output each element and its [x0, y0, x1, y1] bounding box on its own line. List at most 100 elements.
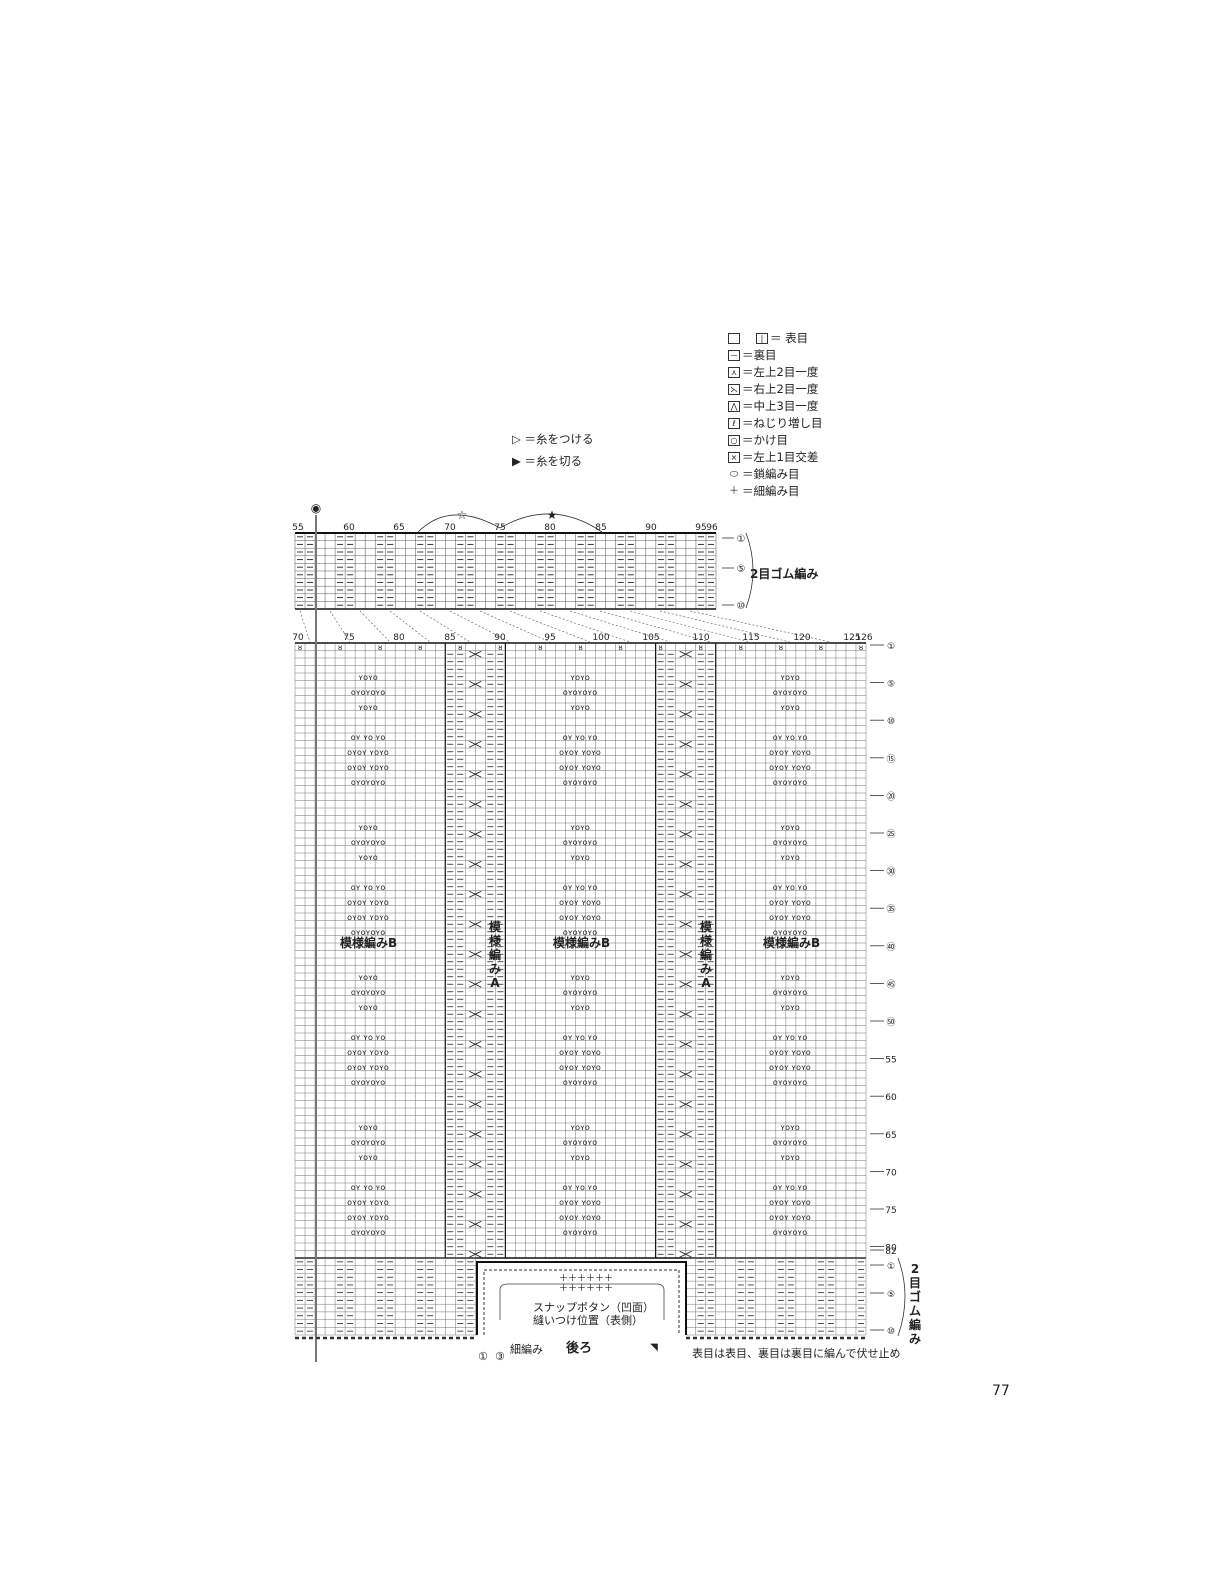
lace-motif-row: oʏoʏoʏo: [773, 1138, 807, 1147]
start-marker-icon: ◉: [311, 501, 321, 515]
legend-row: ℓ＝ねじり増し目: [728, 415, 823, 432]
legend-label: ＝裏目: [742, 348, 777, 362]
pattern-a-char: 様: [488, 934, 501, 948]
cross-mark: [679, 770, 692, 778]
lace-motif-row: oʏoʏoʏo: [773, 838, 807, 847]
increase-line: [389, 610, 431, 643]
k2tog-left-icon: ⋏: [728, 367, 740, 378]
legend-label: ＝左上1目交差: [742, 450, 819, 464]
cross-mark: [469, 1070, 482, 1078]
star-arc: [499, 513, 603, 533]
snap-crochet-marks: ＋＋＋＋＋＋: [559, 1283, 613, 1294]
lace-motif-row: oʏoʏoʏo: [563, 1138, 597, 1147]
legend-label: ＝左上2目一度: [742, 365, 819, 379]
increase-line: [359, 610, 391, 643]
attach-yarn-icon: ▷: [512, 432, 525, 446]
snap-note-line1: スナップボタン（凹面）: [533, 1301, 654, 1314]
top-col-label: 55: [292, 523, 303, 533]
bottom-row-label: ①: [887, 1262, 895, 1272]
lace-motif-row: oʏ ʏo ʏo: [773, 1033, 808, 1042]
pattern-a-char: 編: [488, 948, 501, 962]
lace-motif-row: oʏ ʏo ʏo: [563, 883, 598, 892]
cast-on-mark: ȣ: [298, 644, 302, 652]
pattern-b-label-center: 模様編みB: [553, 936, 611, 950]
chain-stitch-icon: ⬭: [729, 469, 739, 480]
bottom-rib-title: 2 目 ゴ ム 編 み: [908, 1262, 922, 1346]
rib-brace: [745, 532, 754, 609]
cross-mark: [469, 710, 482, 718]
lace-motif-row: oʏoʏoʏo: [773, 778, 807, 787]
twisted-increase-icon: ℓ: [728, 418, 740, 429]
rib-title-char: 2: [910, 1262, 920, 1276]
cast-on-mark: ȣ: [618, 644, 622, 652]
legend-row: ⨯＝左上1目交差: [728, 449, 823, 466]
lace-motif-row: oʏoʏoʏo: [563, 838, 597, 847]
pattern-a-label-right: 模 様 編 み A: [699, 920, 713, 990]
lace-motif-row: oʏoʏ ʏoʏo: [347, 1213, 389, 1222]
increase-line: [629, 610, 751, 643]
top-col-label: 65: [393, 523, 404, 533]
lace-motif-row: ʏoʏo: [570, 673, 590, 682]
rib-title-char: み: [908, 1332, 921, 1346]
lace-motif-row: ʏoʏo: [358, 1003, 378, 1012]
legend-label: ＝かけ目: [742, 433, 788, 447]
pattern-b-label-left: 模様編みB: [340, 936, 398, 950]
yarn-marker-row: ▷ ＝糸をつける: [512, 428, 594, 450]
lace-motif-row: oʏ ʏo ʏo: [563, 1033, 598, 1042]
bottom-row-label: ⑩: [887, 1327, 895, 1337]
cross-mark: [679, 860, 692, 868]
cast-on-mark: ȣ: [458, 644, 462, 652]
lace-motif-row: oʏoʏ ʏoʏo: [769, 1063, 811, 1072]
k2tog-right-icon: ⋋: [728, 384, 740, 395]
cross-mark: [469, 800, 482, 808]
single-crochet-icon: ＋: [729, 486, 739, 497]
cross-mark: [469, 1010, 482, 1018]
main-col-label: 110: [692, 633, 709, 643]
top-col-label: 95: [695, 523, 706, 533]
cast-on-mark: ȣ: [338, 644, 342, 652]
cross-mark: [679, 740, 692, 748]
lace-motif-row: oʏ ʏo ʏo: [351, 1183, 386, 1192]
top-col-label: 90: [645, 523, 657, 533]
lace-motif-row: oʏoʏ ʏoʏo: [769, 748, 811, 757]
increase-line: [599, 610, 711, 643]
main-row-label: ①: [887, 642, 895, 652]
main-col-label: 126: [855, 633, 872, 643]
cross-mark: [679, 1130, 692, 1138]
cast-on-mark: ȣ: [779, 644, 783, 652]
left-cross-icon: ⨯: [728, 452, 740, 463]
legend-label: ＝右上2目一度: [742, 382, 819, 396]
cross-mark: [469, 770, 482, 778]
legend-label: ＝中上3目一度: [742, 399, 819, 413]
top-row-label: ⑤: [737, 564, 746, 575]
lace-motif-row: ʏoʏo: [358, 703, 378, 712]
lace-motif-row: oʏoʏoʏo: [563, 778, 597, 787]
cross-mark: [469, 920, 482, 928]
cross-mark: [469, 980, 482, 988]
knit-stitch-icon: [728, 333, 740, 344]
lace-motif-row: ʏoʏo: [570, 823, 590, 832]
main-row-label: ⑳: [886, 791, 895, 802]
increase-line: [569, 610, 671, 643]
top-col-label: 70: [444, 523, 456, 533]
lace-motif-row: oʏoʏ ʏoʏo: [347, 1048, 389, 1057]
increase-line: [299, 610, 311, 643]
cross-mark: [469, 1040, 482, 1048]
lace-motif-row: ʏoʏo: [358, 853, 378, 862]
cross-mark: [679, 1040, 692, 1048]
lace-motif-row: oʏ ʏo ʏo: [773, 883, 808, 892]
rib-title-char: ム: [908, 1304, 921, 1318]
lace-motif-row: oʏoʏoʏo: [351, 1228, 385, 1237]
page-number: 77: [992, 1383, 1010, 1399]
main-row-label: 60: [885, 1093, 897, 1103]
top-row-label: ⑩: [737, 601, 746, 612]
top-col-label: 80: [544, 523, 556, 533]
cut-yarn-icon: ▶: [512, 454, 525, 468]
top-row-label: ①: [737, 534, 746, 545]
cast-on-mark: ȣ: [859, 644, 863, 652]
main-row-label: ㉚: [886, 867, 895, 878]
cast-on-mark: ȣ: [418, 644, 422, 652]
top-col-label: 60: [343, 523, 355, 533]
